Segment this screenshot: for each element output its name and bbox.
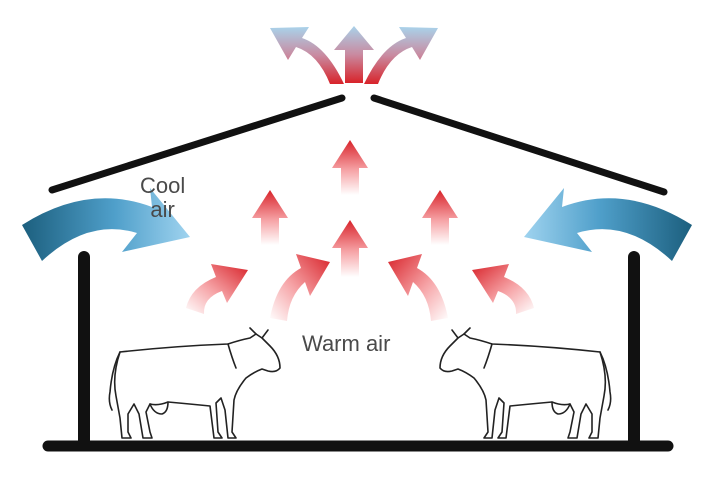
exhaust-arrow: [364, 27, 438, 84]
warm-air-arrow: [252, 190, 288, 245]
warm-air-arrow: [186, 264, 248, 314]
roof-right: [370, 94, 668, 196]
warm-air-arrow: [270, 254, 330, 321]
cool-air-arrow: [524, 188, 692, 261]
warm-air-arrow: [388, 254, 448, 321]
cow-left-icon: [108, 327, 281, 439]
warm-air-arrow: [472, 264, 534, 314]
cool-air-label: Cool air: [140, 174, 185, 222]
exhaust-arrow: [270, 27, 344, 84]
warm-air-arrow: [422, 190, 458, 245]
cool-air-label-line1: Cool: [140, 173, 186, 198]
warm-air-arrow: [332, 220, 368, 277]
roof-left: [48, 94, 346, 194]
warm-air-arrow: [332, 140, 368, 195]
exhaust-arrow: [334, 26, 374, 83]
warm-air-label: Warm air: [302, 331, 391, 356]
cow-right-icon: [439, 327, 612, 439]
cool-air-arrow: [22, 188, 190, 261]
cool-air-label-line2: air: [150, 197, 175, 222]
